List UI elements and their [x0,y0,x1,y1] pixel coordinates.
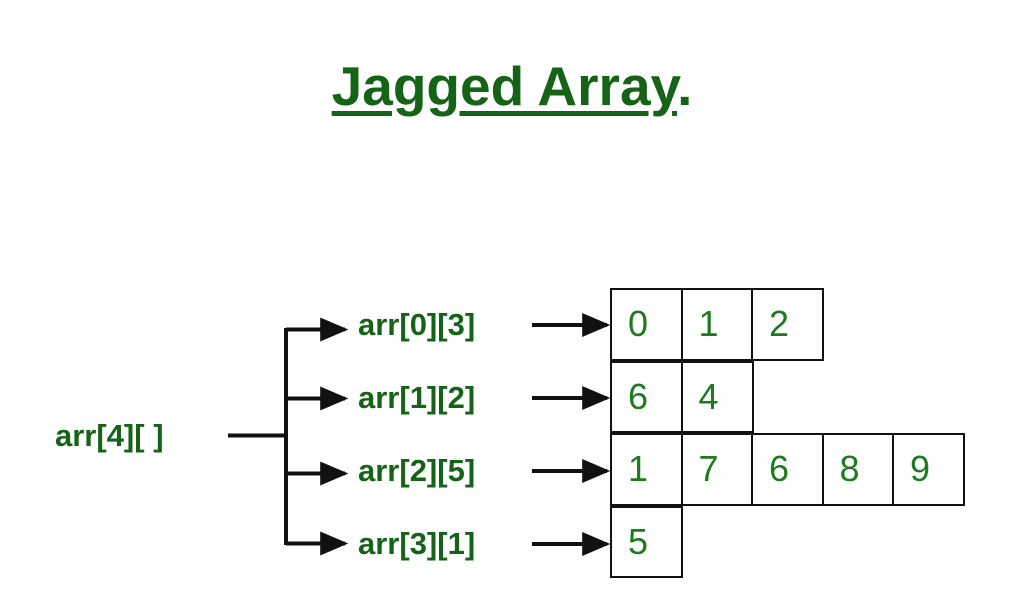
page-title: Jagged Array. [331,55,693,117]
array-cell: 2 [751,288,824,361]
array-cell: 1 [680,288,754,361]
array-cell: 1 [610,433,683,506]
page-title-period: . [677,55,693,117]
array-cell: 4 [680,360,754,433]
page-title-underlined: Jagged Array [331,55,678,117]
array-cell: 9 [892,433,965,506]
array-cell: 8 [821,433,895,506]
array-cell: 5 [610,505,683,578]
array-cell: 0 [610,288,683,361]
array-cell: 7 [680,433,754,506]
row-label-2: arr[2][5] [358,453,476,488]
array-row-1: 6 4 [610,360,963,433]
title-block: Jagged Array. [0,55,1024,117]
array-row-0: 0 1 2 [610,288,963,361]
array-cell: 6 [751,433,824,506]
row-label-3: arr[3][1] [358,526,476,561]
row-label-0: arr[0][3] [358,307,476,342]
row-label-1: arr[1][2] [358,380,476,415]
root-array-label: arr[4][ ] [55,418,164,453]
array-row-2: 1 7 6 8 9 [610,433,965,506]
array-cell: 6 [610,360,683,433]
jagged-array-grid: 0 1 2 6 4 1 7 6 8 9 5 [610,288,965,578]
array-row-3: 5 [610,505,963,578]
